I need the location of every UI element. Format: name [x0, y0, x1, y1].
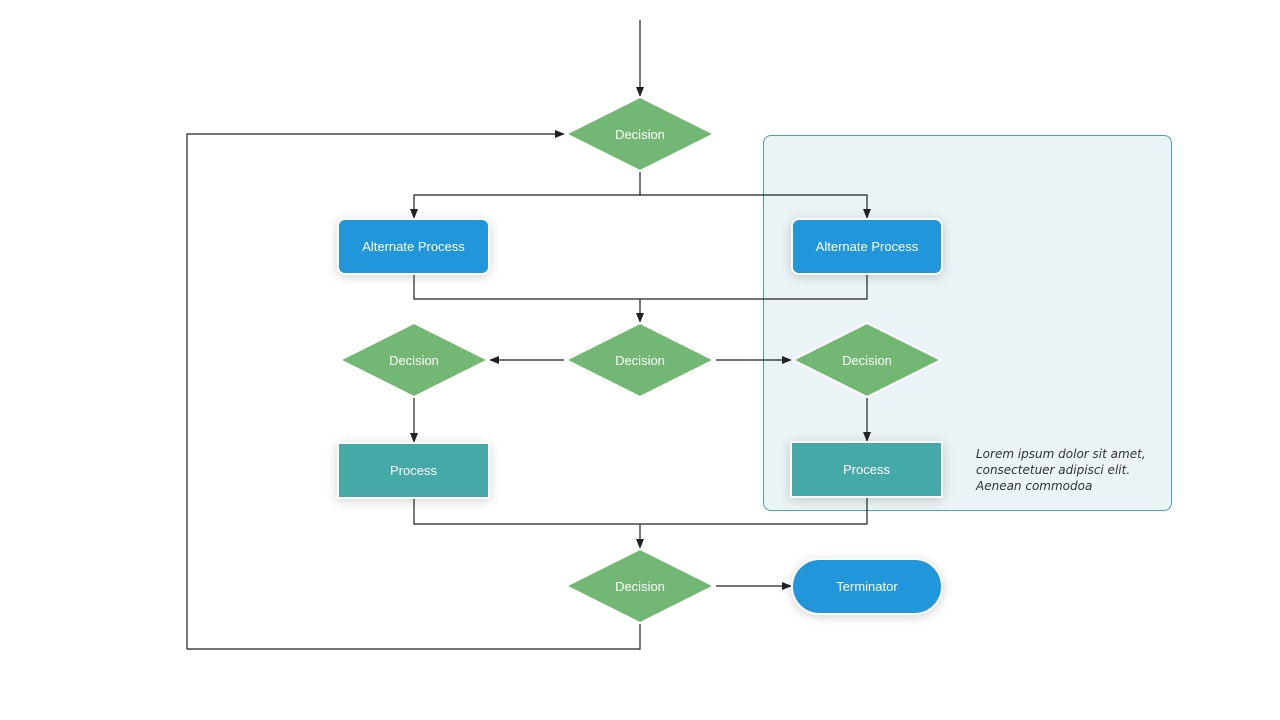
loop-back-connector: [186, 130, 641, 650]
note-line: Aenean commodoa: [976, 479, 1093, 493]
alternate-process-label: Alternate Process: [815, 239, 919, 254]
decision-middle-center[interactable]: Decision: [563, 321, 717, 399]
process-label: Process: [390, 463, 437, 478]
decision-top[interactable]: Decision: [563, 95, 717, 173]
split-connector-right: [640, 194, 871, 219]
alternate-process-right[interactable]: Alternate Process: [791, 218, 943, 275]
merge-connector-bottom-left: [413, 499, 640, 525]
terminator[interactable]: Terminator: [791, 558, 943, 615]
decision-label: Decision: [615, 126, 665, 142]
diamond-shape: [337, 321, 491, 399]
process-left[interactable]: Process: [337, 442, 490, 499]
diamond-shape: [563, 547, 717, 625]
merge-connector-bottom-right: [640, 497, 868, 525]
decision-label: Decision: [389, 352, 439, 368]
process-label: Process: [843, 462, 890, 477]
merge-connector-left: [413, 275, 640, 300]
process-right[interactable]: Process: [790, 441, 943, 498]
terminator-label: Terminator: [836, 579, 898, 594]
alternate-process-left[interactable]: Alternate Process: [337, 218, 490, 275]
decision-middle-right[interactable]: Decision: [790, 321, 944, 399]
merge-connector-right: [640, 275, 868, 300]
split-connector-left: [410, 194, 640, 219]
note-line: Lorem ipsum dolor sit amet,: [976, 447, 1146, 461]
alternate-process-label: Alternate Process: [362, 239, 465, 254]
decision-bottom[interactable]: Decision: [563, 547, 717, 625]
decision-label: Decision: [615, 352, 665, 368]
decision-label: Decision: [842, 352, 892, 368]
diamond-shape: [790, 321, 944, 399]
note-line: consectetuer adipisci elit.: [976, 463, 1131, 477]
note-text: Lorem ipsum dolor sit amet, consectetuer…: [976, 446, 1156, 494]
diamond-shape: [563, 95, 717, 173]
diamond-shape: [563, 321, 717, 399]
decision-middle-left[interactable]: Decision: [337, 321, 491, 399]
decision-label: Decision: [615, 578, 665, 594]
